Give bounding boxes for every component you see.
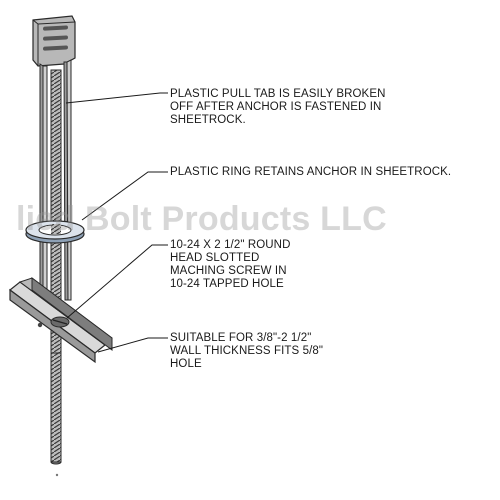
callout-line: SHEETROCK. <box>170 114 246 126</box>
screw-callout: 10-24 X 2 1/2" ROUND HEAD SLOTTED MACHIN… <box>170 239 291 291</box>
pull-tab <box>32 15 76 67</box>
callout-line: PLASTIC PULL TAB IS EASILY BROKEN <box>170 88 386 100</box>
callout-line: PLASTIC RING RETAINS ANCHOR IN SHEETROCK… <box>170 166 452 178</box>
callout-line: HEAD SLOTTED <box>170 252 260 264</box>
plastic-ring <box>25 220 85 244</box>
callout-line: WALL THICKNESS FITS 5/8" <box>170 345 324 357</box>
screw-shank-lower <box>50 352 62 463</box>
callout-line: HOLE <box>170 358 202 370</box>
callout-line: OFF AFTER ANCHOR IS FASTENED IN <box>170 101 382 113</box>
channel-toggle <box>9 277 113 364</box>
leader-lines <box>65 92 168 353</box>
callout-line: MACHING SCREW IN <box>170 265 287 277</box>
callout-line: 10-24 TAPPED HOLE <box>170 278 284 290</box>
pull-tab-callout: PLASTIC PULL TAB IS EASILY BROKEN OFF AF… <box>170 88 386 127</box>
ring-callout: PLASTIC RING RETAINS ANCHOR IN SHEETROCK… <box>170 166 451 179</box>
callout-line: 10-24 X 2 1/2" ROUND <box>170 239 291 251</box>
bottom-dot <box>55 473 59 477</box>
callout-line: SUITABLE FOR 3/8"-2 1/2" <box>170 332 312 344</box>
wall-callout: SUITABLE FOR 3/8"-2 1/2" WALL THICKNESS … <box>170 332 323 371</box>
